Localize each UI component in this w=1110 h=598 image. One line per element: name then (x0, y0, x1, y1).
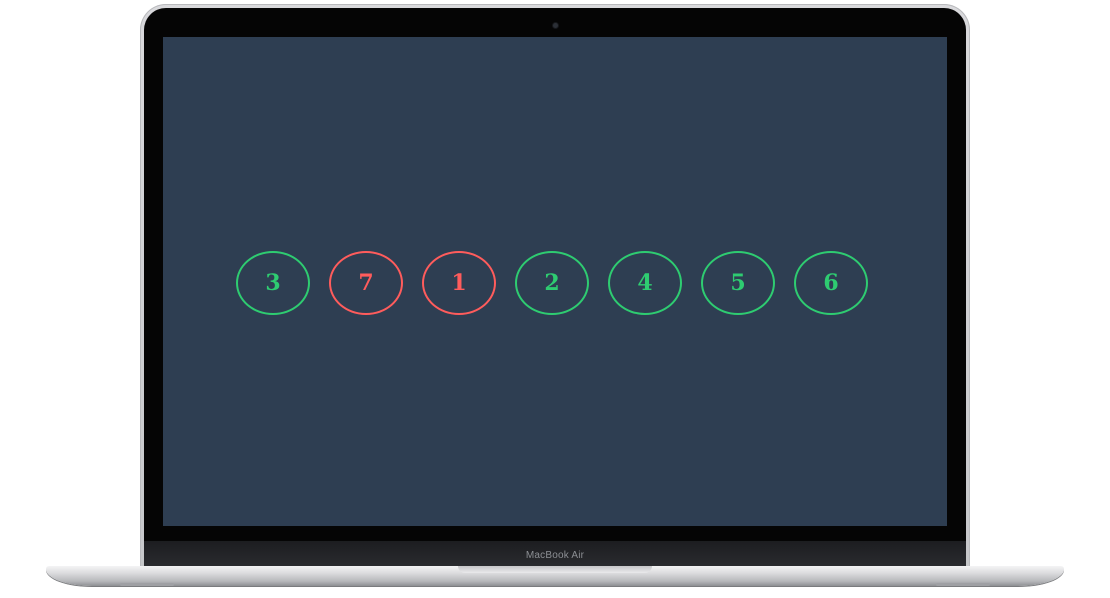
laptop-foot-left (120, 583, 174, 586)
number-sequence: 3 7 1 2 4 5 6 (163, 37, 947, 526)
laptop-base (46, 566, 1064, 586)
device-label: MacBook Air (525, 550, 585, 561)
number-circle-4[interactable]: 4 (608, 251, 682, 315)
number-circle-7[interactable]: 7 (329, 251, 403, 315)
number-circle-2[interactable]: 2 (515, 251, 589, 315)
number-circle-1[interactable]: 1 (422, 251, 496, 315)
number-circle-3[interactable]: 3 (236, 251, 310, 315)
laptop-chin (144, 541, 966, 568)
number-circle-6[interactable]: 6 (794, 251, 868, 315)
laptop-foot-right (936, 583, 990, 586)
screen: 3 7 1 2 4 5 6 (163, 37, 947, 526)
laptop-opening-notch (458, 566, 652, 573)
number-circle-5[interactable]: 5 (701, 251, 775, 315)
camera-icon (553, 23, 558, 28)
